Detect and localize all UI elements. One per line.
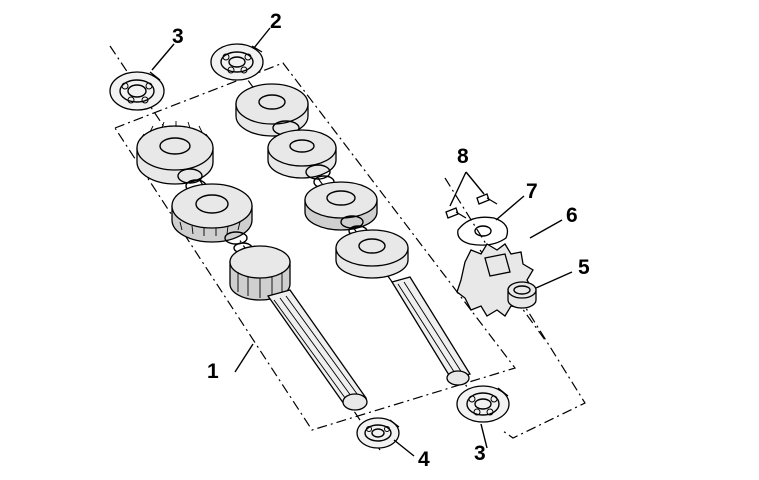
callout-3-bottom: 3 bbox=[474, 442, 486, 465]
leader-3-top bbox=[151, 43, 175, 71]
leader-3-bottom bbox=[480, 423, 488, 449]
callout-3-top: 3 bbox=[172, 25, 184, 48]
lock-plate-7 bbox=[457, 216, 509, 246]
callout-2: 2 bbox=[270, 10, 282, 33]
bearing-4 bbox=[356, 417, 400, 449]
callout-8: 8 bbox=[457, 145, 469, 168]
callout-6: 6 bbox=[566, 204, 578, 227]
bearing-3-top bbox=[109, 71, 165, 111]
countershaft-gear-upper bbox=[267, 129, 337, 179]
countershaft-gear-top bbox=[235, 83, 309, 137]
countershaft-gear-middle bbox=[304, 181, 378, 231]
callout-4: 4 bbox=[418, 448, 430, 471]
leader-5 bbox=[535, 271, 573, 289]
countershaft bbox=[390, 276, 471, 386]
sprocket-screw-right bbox=[476, 193, 498, 205]
leader-2 bbox=[253, 27, 271, 49]
mainshaft-gear-middle bbox=[171, 183, 253, 243]
leader-4 bbox=[393, 439, 415, 457]
bearing-2 bbox=[210, 43, 264, 81]
mainshaft-gear-bottom bbox=[229, 245, 291, 301]
mainshaft bbox=[266, 289, 368, 411]
countershaft-gear-bottom bbox=[335, 229, 409, 279]
assembly-outline-1 bbox=[114, 62, 516, 431]
callout-7: 7 bbox=[526, 180, 538, 203]
callout-5: 5 bbox=[578, 256, 590, 279]
sprocket-group-outline bbox=[444, 177, 586, 439]
leader-7 bbox=[495, 195, 525, 221]
leader-6 bbox=[529, 219, 563, 239]
bearing-3-bottom bbox=[456, 385, 510, 423]
callout-1: 1 bbox=[207, 360, 219, 383]
sprocket-screw-left bbox=[445, 207, 467, 219]
collar-5 bbox=[507, 281, 537, 309]
mainshaft-gear-top bbox=[136, 121, 214, 185]
leader-1 bbox=[234, 343, 254, 373]
leader-8 bbox=[449, 171, 485, 207]
